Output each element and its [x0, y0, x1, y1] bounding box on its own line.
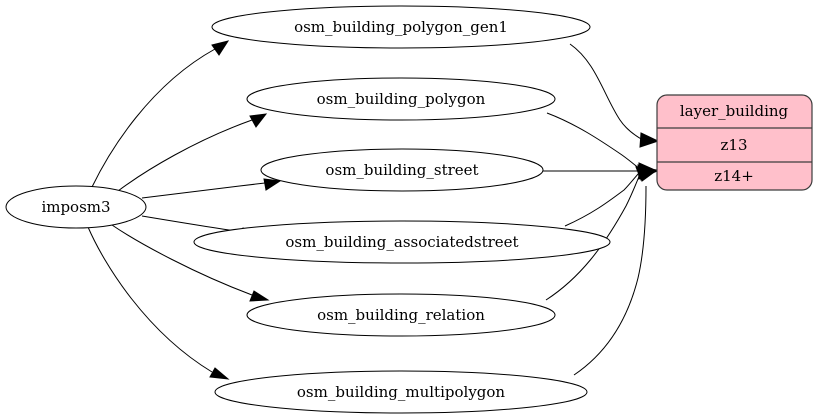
node-label: osm_building_relation: [317, 306, 485, 324]
edge-path: [141, 182, 266, 199]
node-label: osm_building_polygon_gen1: [294, 18, 508, 36]
node-ellipse-shape: [246, 293, 556, 337]
arrowhead-icon: [263, 178, 282, 191]
node-imposm3[interactable]: imposm3: [5, 185, 147, 229]
arrowhead-icon: [638, 169, 659, 182]
edge-path: [87, 226, 213, 373]
node-osm_building_relation[interactable]: osm_building_relation: [246, 293, 556, 337]
node-label: osm_building_multipolygon: [297, 383, 506, 401]
arrowhead-icon: [639, 132, 660, 148]
node-osm_building_multipolygon[interactable]: osm_building_multipolygon: [214, 370, 588, 414]
edge-path: [141, 215, 243, 233]
arrowhead-icon: [211, 40, 230, 56]
node-label: osm_building_polygon: [317, 90, 486, 108]
edge-imposm3-to-osm_building_polygon: [117, 113, 268, 192]
edge-path: [111, 224, 253, 296]
edge-imposm3-to-osm_building_street: [141, 178, 282, 199]
node-osm_building_associatedstreet[interactable]: osm_building_associatedstreet: [193, 220, 611, 264]
edge-path: [117, 119, 253, 192]
edge-path: [545, 173, 641, 301]
node-ellipse-shape: [211, 5, 591, 49]
arrowhead-icon: [249, 113, 268, 128]
zoom-z13-row-label: z13: [721, 136, 748, 154]
edge-path: [91, 48, 216, 188]
edge-imposm3-to-osm_building_polygon_gen1: [91, 40, 230, 188]
node-label: imposm3: [41, 198, 110, 216]
arrowhead-icon: [209, 367, 230, 380]
node-ellipse-shape: [193, 220, 611, 264]
node-label: osm_building_associatedstreet: [285, 233, 518, 251]
edge-osm_building_multipolygon-to-layer-z14plus: [573, 169, 659, 376]
zoom-z14plus-row-label: z14+: [714, 167, 754, 185]
node-osm_building_street[interactable]: osm_building_street: [260, 148, 544, 192]
node-label: osm_building_street: [325, 161, 478, 179]
edge-path: [564, 171, 641, 227]
edge-imposm3-to-osm_building_multipolygon: [87, 226, 230, 380]
node-ellipse-shape: [246, 77, 556, 121]
node-layer_building[interactable]: layer_building z13 z14+: [656, 94, 813, 191]
layer-name-row-label: layer_building: [680, 102, 789, 120]
node-ellipse-shape: [260, 148, 544, 192]
node-osm_building_polygon[interactable]: osm_building_polygon: [246, 77, 556, 121]
edge-path: [573, 185, 647, 376]
arrowhead-icon: [249, 290, 270, 302]
edge-path: [546, 112, 642, 171]
edge-path: [569, 43, 644, 141]
edge-osm_building_polygon_gen1-to-layer-z13: [569, 43, 660, 148]
node-ellipse-shape: [214, 370, 588, 414]
edge-imposm3-to-osm_building_relation: [111, 224, 270, 302]
layer-node-body: [656, 94, 813, 191]
node-ellipse-shape: [5, 185, 147, 229]
node-osm_building_polygon_gen1[interactable]: osm_building_polygon_gen1: [211, 5, 591, 49]
edge-group-tables-to-layer: [543, 43, 660, 376]
